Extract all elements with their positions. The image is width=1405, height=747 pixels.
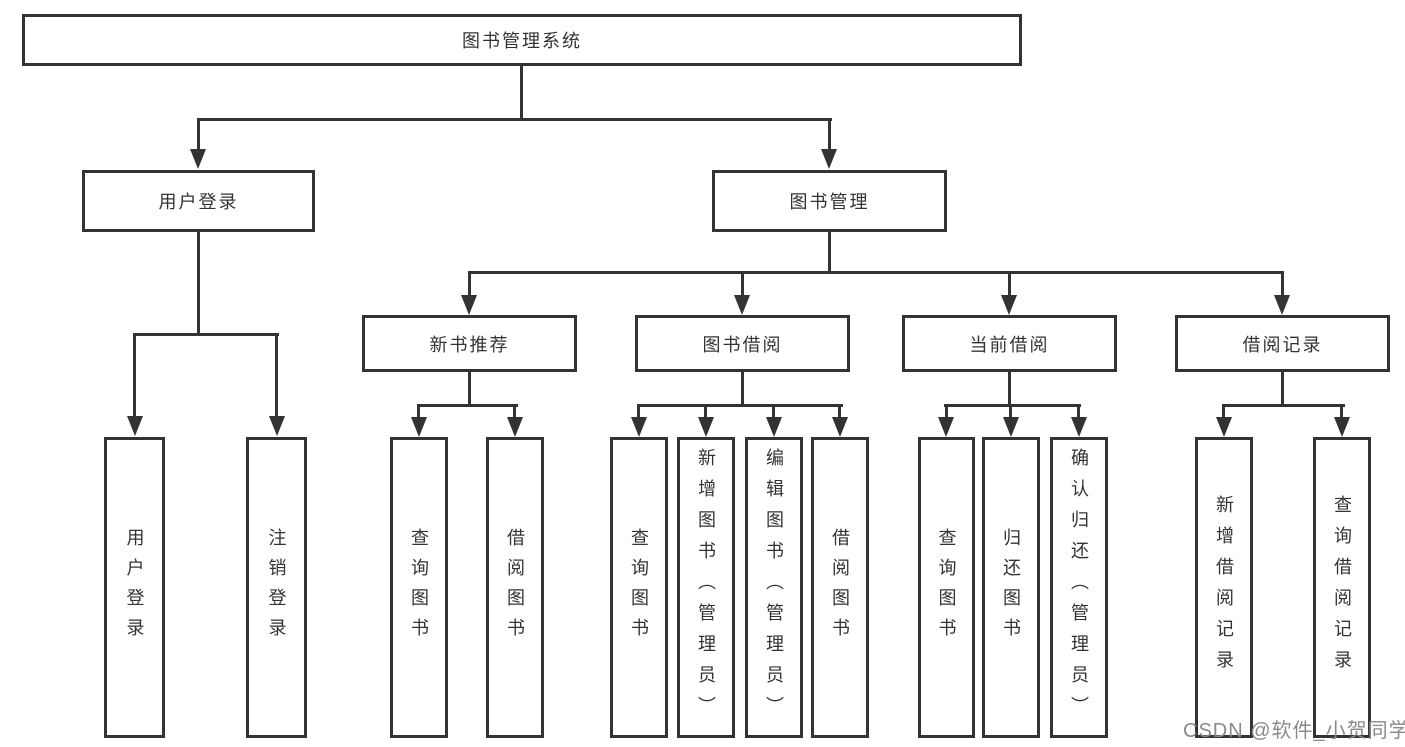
connector-arrowhead	[461, 295, 477, 315]
node-book-borrowing: 图书借阅	[635, 315, 850, 372]
connector-arrowhead	[734, 295, 750, 315]
connector-line	[637, 404, 640, 420]
connector-arrowhead	[127, 416, 143, 436]
connector-line	[417, 404, 518, 407]
leaf-label: 借阅图书	[830, 527, 850, 648]
connector-line	[945, 404, 948, 420]
connector-arrowhead	[1003, 417, 1019, 437]
leaf-label: 编辑图书（管理员）	[764, 448, 784, 727]
leaf-label: 归还图书	[1001, 527, 1021, 648]
leaf-label: 用户登录	[124, 527, 145, 648]
leaf-add-borrow-record: 新增借阅记录	[1195, 437, 1253, 738]
connector-arrowhead	[938, 417, 954, 437]
watermark-text: CSDN @软件_小贺同学	[1183, 720, 1405, 742]
connector-line	[1008, 271, 1011, 297]
leaf-label: 借阅图书	[505, 527, 525, 648]
connector-line	[637, 404, 843, 407]
connector-line	[1281, 372, 1284, 407]
connector-arrowhead	[411, 417, 427, 437]
leaf-label: 查询图书	[409, 527, 429, 648]
leaf-confirm-return-admin: 确认归还（管理员）	[1050, 437, 1108, 738]
connector-arrowhead	[631, 417, 647, 437]
node-label: 用户登录	[158, 192, 239, 212]
connector-line	[1009, 404, 1012, 420]
connector-line	[417, 404, 420, 420]
leaf-label: 查询图书	[629, 527, 649, 648]
connector-arrowhead	[1274, 295, 1290, 315]
connector-arrowhead	[507, 417, 523, 437]
leaf-label: 查询借阅记录	[1332, 494, 1352, 681]
leaf-user-login: 用户登录	[104, 437, 165, 738]
connector-line	[944, 404, 1081, 407]
connector-arrowhead	[766, 417, 782, 437]
leaf-borrow-books: 借阅图书	[811, 437, 869, 738]
leaf-return-books: 归还图书	[982, 437, 1040, 738]
connector-arrowhead	[832, 417, 848, 437]
node-label: 新书推荐	[429, 334, 510, 355]
leaf-query-books-borrowing: 查询图书	[610, 437, 668, 738]
connector-line	[197, 118, 200, 152]
connector-line	[513, 404, 516, 420]
leaf-query-books-current: 查询图书	[918, 437, 975, 738]
connector-line	[1077, 404, 1080, 420]
node-user-login: 用户登录	[82, 170, 315, 232]
connector-arrowhead	[190, 149, 206, 169]
leaf-query-borrow-record: 查询借阅记录	[1313, 437, 1371, 738]
connector-line	[133, 333, 136, 418]
connector-line	[275, 333, 278, 418]
connector-line	[468, 271, 1284, 274]
connector-arrowhead	[1001, 295, 1017, 315]
connector-line	[828, 118, 831, 152]
connector-line	[772, 404, 775, 420]
connector-line	[838, 404, 841, 420]
connector-arrowhead	[269, 416, 285, 436]
node-label: 图书管理系统	[462, 31, 582, 51]
connector-line	[1222, 404, 1225, 420]
connector-line	[741, 372, 744, 407]
connector-line	[468, 372, 471, 407]
connector-line	[741, 271, 744, 297]
node-current-borrowing: 当前借阅	[902, 315, 1117, 372]
leaf-label: 新增图书（管理员）	[696, 448, 716, 727]
connector-line	[133, 333, 279, 336]
connector-line	[1340, 404, 1343, 420]
connector-line	[468, 271, 471, 297]
leaf-add-books-admin: 新增图书（管理员）	[677, 437, 735, 738]
leaf-label: 查询图书	[936, 527, 957, 648]
node-label: 当前借阅	[969, 334, 1050, 355]
connector-line	[828, 232, 831, 274]
leaf-borrow-books-recommend: 借阅图书	[486, 437, 544, 738]
connector-arrowhead	[698, 417, 714, 437]
connector-arrowhead	[1216, 417, 1232, 437]
connector-line	[1008, 372, 1011, 407]
leaf-label: 新增借阅记录	[1214, 494, 1234, 681]
connector-line	[1222, 404, 1345, 407]
node-label: 借阅记录	[1242, 334, 1323, 355]
connector-arrowhead	[1071, 417, 1087, 437]
connector-line	[197, 232, 200, 336]
connector-arrowhead	[821, 149, 837, 169]
connector-line	[520, 66, 523, 120]
connector-line	[704, 404, 707, 420]
leaf-logout: 注销登录	[246, 437, 307, 738]
leaf-label: 确认归还（管理员）	[1069, 448, 1089, 727]
node-borrowing-records: 借阅记录	[1175, 315, 1390, 372]
leaf-label: 注销登录	[266, 527, 287, 648]
node-label: 图书借阅	[702, 334, 783, 355]
node-label: 图书管理	[789, 192, 870, 212]
leaf-edit-books-admin: 编辑图书（管理员）	[745, 437, 803, 738]
connector-line	[1281, 271, 1284, 297]
connector-line	[197, 118, 832, 121]
connector-arrowhead	[1334, 417, 1350, 437]
node-new-book-recommendation: 新书推荐	[362, 315, 577, 372]
node-library-management-system: 图书管理系统	[22, 14, 1022, 66]
node-book-management: 图书管理	[712, 170, 947, 232]
leaf-query-books-recommend: 查询图书	[390, 437, 448, 738]
